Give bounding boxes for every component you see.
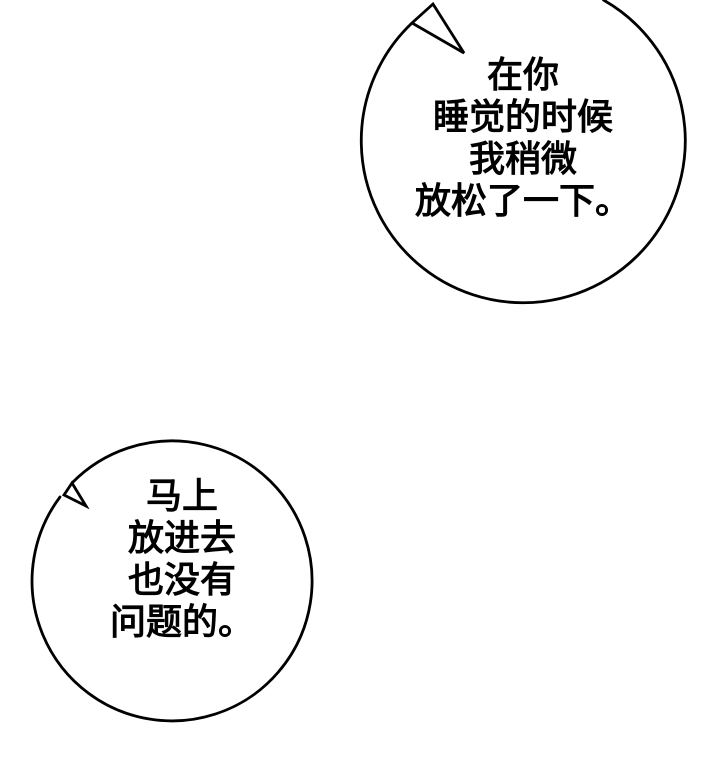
speech-bubble-bottom-tail	[61, 480, 90, 510]
speech-line: 马上	[145, 475, 218, 516]
speech-bubble-bottom-body	[30, 439, 314, 723]
speech-bubble-bottom-outline	[30, 439, 314, 723]
speech-line: 我稍微	[468, 138, 577, 179]
speech-line: 放松了一下。	[414, 180, 631, 221]
speech-line: 睡觉的时候	[432, 96, 613, 137]
speech-bubble-bottom-text: 马上 放进去 也没有 问题的。	[40, 475, 324, 643]
speech-bubble-top-outline	[359, 0, 687, 305]
speech-line: 也没有	[127, 559, 236, 600]
speech-line: 在你	[486, 54, 559, 95]
speech-line: 问题的。	[109, 601, 254, 642]
speech-line: 放进去	[127, 517, 236, 558]
speech-bubble-top-body	[359, 0, 687, 305]
speech-bubble-top-text: 在你 睡觉的时候 我稍微 放松了一下。	[363, 54, 683, 222]
speech-bubble-top-tail	[409, 1, 466, 55]
